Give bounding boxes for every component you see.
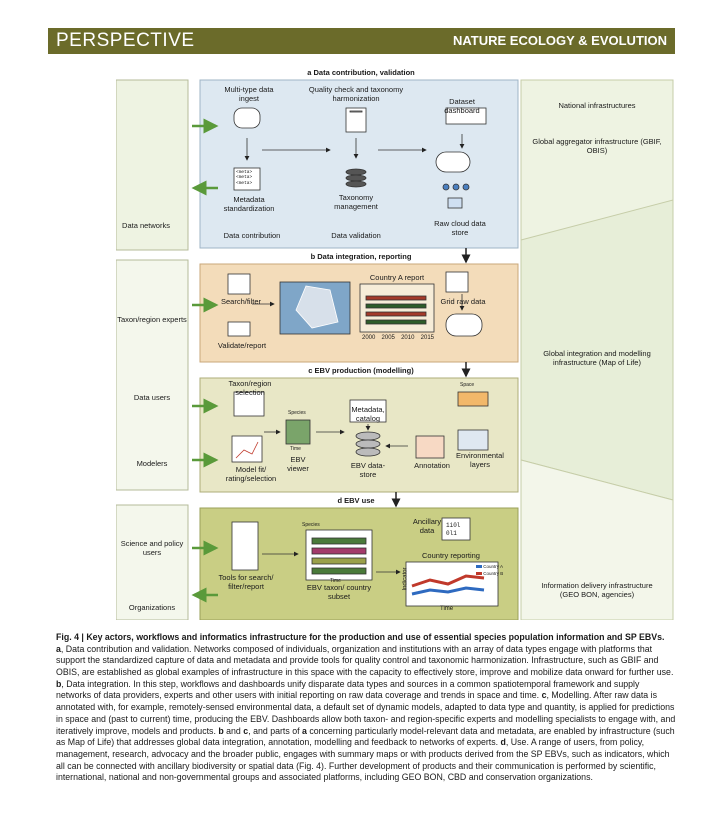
- journal-header: PERSPECTIVE NATURE ECOLOGY & EVOLUTION: [48, 28, 675, 54]
- data-users-label: Data users: [133, 393, 171, 402]
- journal-name: NATURE ECOLOGY & EVOLUTION: [452, 33, 667, 48]
- panel-a-title: a Data contribution, validation: [307, 68, 415, 77]
- d-species-axis: Species: [302, 522, 320, 528]
- national-infra-label: National infrastructures: [558, 101, 636, 110]
- d-time-axis: Time: [330, 578, 341, 584]
- model-fit-label: Model fit/ rating/selection: [225, 465, 277, 483]
- chart-y-axis: Indicator: [402, 567, 409, 591]
- modelers-label: Modelers: [136, 459, 168, 468]
- metadata-tags: <meta> <meta> <meta>: [236, 170, 253, 186]
- ebv-viewer-label: EBV viewer: [287, 455, 309, 473]
- quality-check-label: Quality check and taxonomy harmonization: [308, 85, 404, 103]
- figure-caption: Fig. 4 | Key actors, workflows and infor…: [56, 632, 676, 783]
- infrastructure-bar: [520, 79, 674, 621]
- panel-a-icons: [233, 107, 487, 209]
- panel-b-title: b Data integration, reporting: [310, 252, 412, 261]
- panel-c-title: c EBV production (modelling): [308, 366, 414, 375]
- caption-title: Fig. 4 | Key actors, workflows and infor…: [56, 632, 665, 642]
- taxon-region-selection-label: Taxon/region selection: [228, 379, 272, 397]
- panel-b-icons: [227, 271, 483, 337]
- report-years: 2000 2005 2010 2015: [362, 335, 434, 341]
- panel-c-icons: [231, 391, 489, 463]
- info-delivery-label: Information delivery infrastructure (GEO…: [541, 581, 653, 599]
- raw-cloud-store-label: Raw cloud data store: [434, 219, 486, 237]
- figure-diagram: [115, 79, 674, 621]
- flow-arrows: [391, 248, 471, 508]
- search-filter-label: Search/filter: [220, 297, 262, 306]
- taxonomy-management-label: Taxonomy management: [334, 193, 378, 211]
- policy-users-label: Science and policy users: [120, 539, 184, 557]
- organizations-label: Organizations: [128, 603, 176, 612]
- metadata-standardization-label: Metadata standardization: [223, 195, 275, 213]
- data-contribution-label: Data contribution: [223, 231, 281, 240]
- global-aggregator-label: Global aggregator infrastructure (GBIF, …: [532, 137, 662, 155]
- ancillary-code: 1i0l 0l1: [446, 522, 461, 538]
- validate-report-label: Validate/report: [217, 341, 267, 350]
- multi-type-ingest-label: Multi-type data ingest: [224, 85, 274, 103]
- chart-x-axis: Time: [440, 606, 454, 612]
- grid-raw-data-label: Grid raw data: [440, 297, 486, 306]
- country-reporting-label: Country reporting: [422, 551, 480, 560]
- dataset-dashboard-label: Dataset dashboard: [444, 97, 480, 115]
- metadata-catalog-label: Metadata, catalog: [351, 405, 385, 423]
- country-report-label: Country A report: [369, 273, 425, 282]
- c-species-axis: Species: [288, 410, 306, 416]
- taxon-experts-label: Taxon/region experts: [117, 315, 187, 324]
- actor-arrows: [191, 118, 219, 603]
- ancillary-data-label: Ancillary data: [412, 517, 442, 535]
- annotation-label: Annotation: [414, 461, 450, 470]
- figure-4: a Data contribution, validation b Data i…: [115, 60, 676, 621]
- c-space-axis: Space: [460, 382, 475, 388]
- actor-column: [115, 79, 189, 621]
- chart-legend: Country A Country B: [476, 564, 503, 578]
- data-validation-label: Data validation: [331, 231, 381, 240]
- panel-d-title: d EBV use: [337, 496, 375, 505]
- global-integration-label: Global integration and modelling infrast…: [543, 349, 651, 367]
- panel-d-icons: [231, 517, 499, 607]
- ebv-subset-label: EBV taxon/ country subset: [306, 583, 372, 601]
- section-label: PERSPECTIVE: [56, 30, 195, 51]
- tools-search-label: Tools for search/ filter/report: [218, 573, 274, 591]
- data-networks-label: Data networks: [122, 221, 170, 230]
- c-time-axis: Time: [290, 446, 301, 452]
- environmental-layers-label: Environmental layers: [456, 451, 504, 469]
- ebv-datastore-label: EBV data-store: [350, 461, 386, 479]
